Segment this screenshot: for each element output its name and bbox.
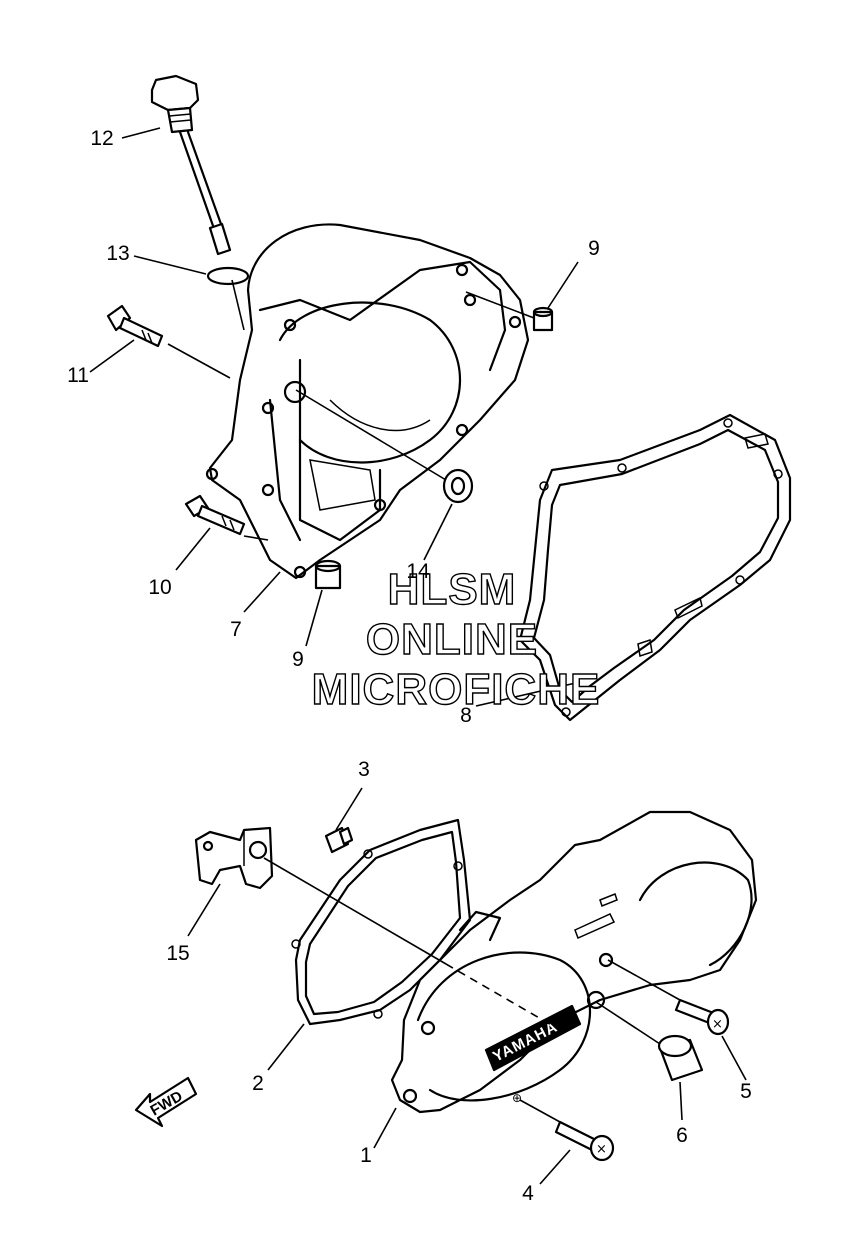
part-labels: 12 13 9 11 10 14 7 9 8 3 15 2 5 6 1 4	[67, 127, 752, 1205]
bracket-part-15[interactable]	[194, 826, 274, 890]
screw-part-4[interactable]: ×	[554, 1120, 615, 1162]
forward-direction-arrow: FWD	[134, 1076, 198, 1128]
label-part-1: 1	[360, 1144, 372, 1167]
dipstick-part-12[interactable]	[150, 74, 232, 256]
svg-text:×: ×	[712, 1017, 723, 1032]
oil-seal-part-14[interactable]	[442, 468, 474, 504]
dowel-pin-part-9-upper[interactable]	[532, 306, 554, 332]
label-part-13: 13	[106, 242, 129, 265]
label-part-8: 8	[460, 704, 472, 727]
crankcase-cover-part-7[interactable]	[205, 223, 530, 580]
leader-lines	[89, 127, 747, 1185]
label-part-7: 7	[230, 618, 242, 641]
label-part-4: 4	[522, 1182, 534, 1205]
label-part-3: 3	[358, 758, 370, 781]
o-ring-part-13[interactable]	[206, 266, 250, 286]
cap-part-6[interactable]	[657, 1034, 704, 1082]
watermark: HLSM ONLINE MICROFICHE	[311, 564, 601, 714]
bolt-part-10[interactable]	[184, 494, 246, 536]
label-part-11: 11	[67, 364, 89, 387]
watermark-line-3: MICROFICHE	[312, 665, 601, 714]
label-part-9-lower: 9	[292, 648, 304, 671]
screw-part-5[interactable]: ×	[674, 998, 730, 1036]
svg-text:⊕: ⊕	[512, 1091, 522, 1105]
label-part-6: 6	[676, 1124, 688, 1147]
label-part-15: 15	[166, 942, 189, 965]
dowel-pin-part-9-lower[interactable]	[314, 559, 342, 590]
watermark-line-2: ONLINE	[366, 615, 538, 664]
gasket-part-8[interactable]	[518, 413, 792, 722]
watermark-line-1: HLSM	[388, 565, 517, 614]
label-part-5: 5	[740, 1080, 752, 1103]
label-part-9-upper: 9	[588, 237, 600, 260]
bolt-part-11[interactable]	[106, 304, 164, 348]
plug-part-3[interactable]	[324, 826, 354, 854]
label-part-10: 10	[148, 576, 171, 599]
svg-text:×: ×	[596, 1142, 607, 1157]
label-part-14: 14	[406, 560, 430, 583]
label-part-2: 2	[252, 1072, 264, 1095]
label-part-12: 12	[90, 127, 113, 150]
